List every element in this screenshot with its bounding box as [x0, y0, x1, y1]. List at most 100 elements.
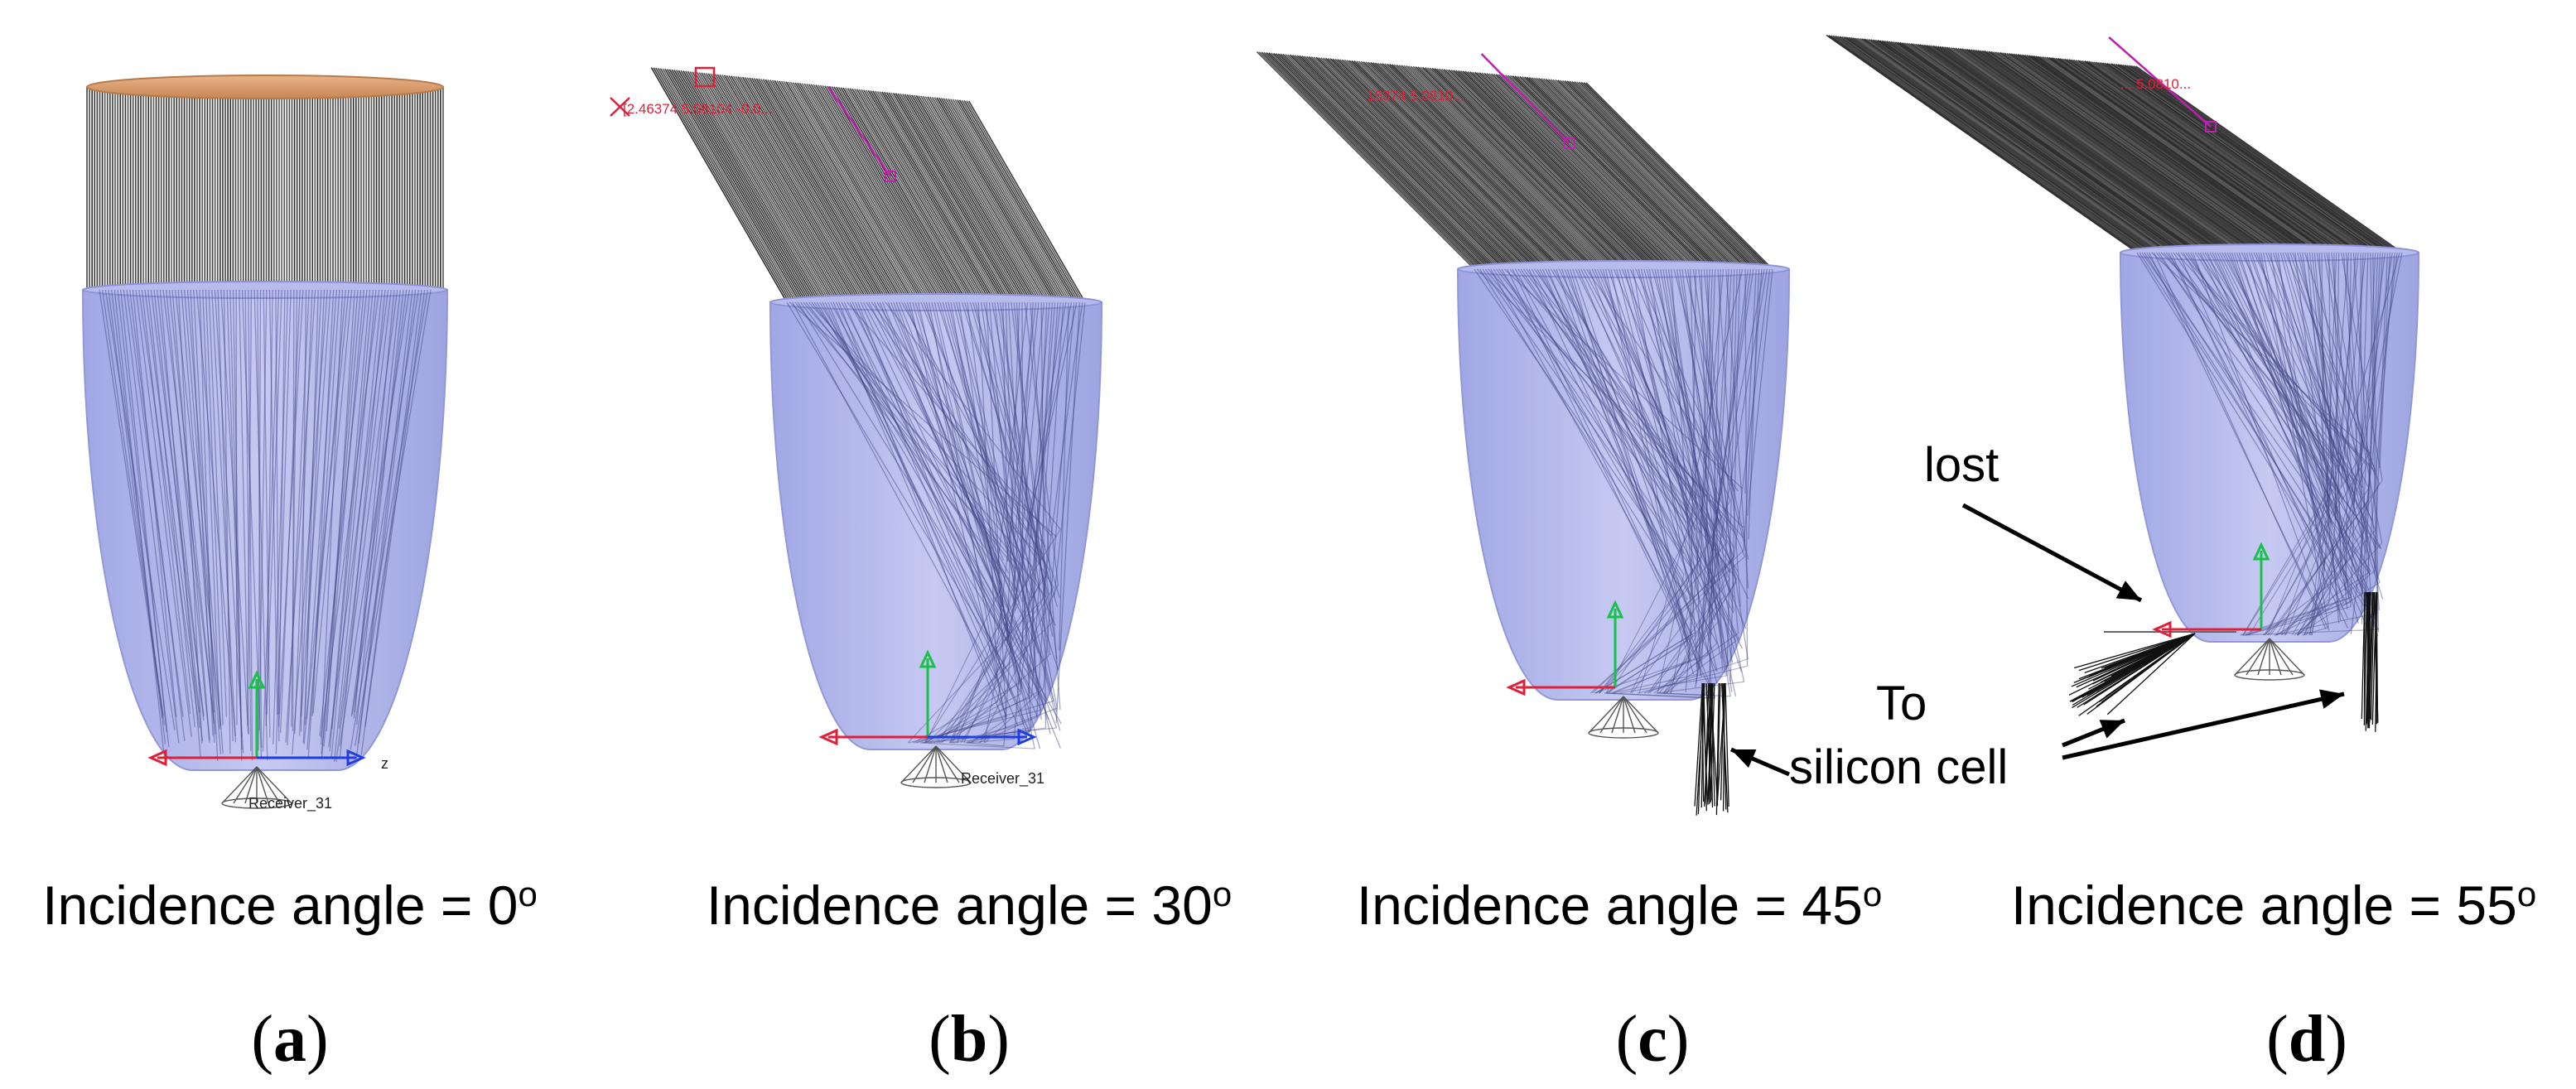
internal-ray: [1694, 268, 1754, 659]
incoming-ray: [737, 76, 870, 303]
incoming-ray: [1893, 41, 2195, 253]
internal-ray: [273, 289, 289, 744]
internal-ray: [2328, 252, 2332, 464]
internal-ray: [1665, 268, 1733, 692]
incoming-ray: [664, 68, 801, 303]
receiver-wire: [256, 766, 292, 804]
escaping-ray: [2363, 591, 2366, 725]
internal-ray: [138, 289, 200, 729]
incoming-ray: [685, 70, 820, 303]
reflected-ray: [2274, 612, 2377, 636]
incoming-ray: [922, 95, 1043, 303]
incoming-ray: [2080, 60, 2355, 253]
internal-ray: [799, 301, 1020, 593]
incoming-ray: [1368, 61, 1576, 270]
internal-ray: [2149, 252, 2330, 631]
internal-ray: [2214, 252, 2371, 593]
probe-line: [827, 86, 892, 177]
incoming-ray: [1275, 53, 1493, 270]
incoming-ray: [2113, 63, 2384, 253]
internal-ray: [350, 289, 408, 717]
internal-ray: [931, 301, 1023, 690]
caption-c: Incidence angle = 45o: [1329, 874, 1909, 937]
internal-ray: [1531, 268, 1737, 642]
internal-ray: [1748, 268, 1760, 540]
incoming-ray: [819, 84, 947, 303]
internal-ray: [1014, 301, 1040, 537]
internal-ray: [1484, 268, 1688, 524]
lost-label: lost: [1924, 438, 2000, 492]
reflected-ray: [2262, 576, 2342, 636]
receiver-wire: [256, 766, 281, 804]
internal-ray: [2347, 252, 2386, 545]
incoming-ray: [1902, 42, 2202, 253]
internal-ray: [2370, 252, 2378, 614]
arrow-to-cell-d-left-head: [2099, 720, 2125, 739]
reflected-ray: [921, 742, 1035, 749]
internal-ray: [983, 301, 1054, 623]
incoming-ray: [683, 70, 818, 303]
incoming-ray: [657, 67, 794, 303]
internal-ray: [1030, 301, 1056, 599]
incoming-ray: [1436, 68, 1638, 270]
reflected-ray: [924, 529, 1061, 744]
incoming-ray: [2095, 61, 2369, 253]
internal-ray: [868, 301, 1020, 603]
incoming-ray: [1398, 65, 1604, 270]
incoming-ray: [1888, 41, 2191, 253]
incoming-ray: [1348, 60, 1559, 270]
panel-d-raytrace: [1826, 34, 2420, 732]
internal-ray: [961, 301, 1049, 580]
internal-ray: [220, 289, 249, 734]
incoming-ray: [789, 81, 919, 303]
incoming-ray: [2039, 55, 2321, 253]
reflected-ray: [1618, 675, 1727, 694]
source-disc: [86, 75, 444, 99]
internal-ray: [1638, 268, 1725, 597]
internal-ray: [1686, 268, 1749, 659]
incoming-ray: [828, 85, 955, 303]
incoming-ray: [2033, 55, 2315, 253]
incoming-ray: [1498, 74, 1694, 270]
caption-d: Incidence angle = 55o: [1984, 874, 2564, 937]
internal-ray: [824, 301, 1013, 696]
incoming-ray: [1844, 36, 2153, 253]
annotation-arrows: [1730, 503, 2345, 777]
incoming-ray: [1845, 36, 2155, 253]
internal-ray: [1703, 268, 1713, 503]
reflected-ray: [939, 691, 1038, 744]
incoming-ray: [2006, 52, 2292, 253]
caption-a-text: Incidence angle = 0: [42, 875, 519, 936]
incoming-ray: [1363, 61, 1572, 270]
internal-ray: [2334, 252, 2400, 480]
internal-ray: [895, 301, 1049, 720]
incoming-ray: [1343, 59, 1555, 270]
y-axis-head: [2252, 542, 2270, 561]
internal-ray: [1482, 268, 1694, 571]
internal-ray: [168, 289, 215, 724]
internal-ray: [847, 301, 1052, 537]
incoming-ray: [1455, 70, 1656, 270]
receiver-wire: [221, 766, 258, 804]
internal-ray: [1717, 268, 1741, 607]
incoming-ray: [794, 82, 923, 303]
reflected-ray: [1669, 578, 1738, 694]
internal-ray: [999, 301, 1049, 657]
incoming-ray: [671, 69, 808, 303]
incoming-ray: [1922, 44, 2220, 253]
internal-ray: [1479, 268, 1689, 600]
axes-triad-a: [147, 670, 366, 767]
internal-rays-c: [1474, 268, 1773, 816]
internal-ray: [2263, 252, 2326, 571]
caption-b-unit: o: [1212, 875, 1233, 913]
internal-ray: [849, 301, 1023, 638]
incoming-ray: [1531, 77, 1724, 270]
internal-ray: [2350, 252, 2364, 607]
internal-ray: [195, 289, 236, 737]
internal-ray: [2224, 252, 2329, 465]
incoming-ray: [779, 80, 908, 303]
panel-label-c: (c): [1615, 1003, 1690, 1076]
internal-ray: [285, 289, 316, 743]
internal-ray: [2342, 252, 2363, 521]
receiver-a: [221, 766, 292, 809]
